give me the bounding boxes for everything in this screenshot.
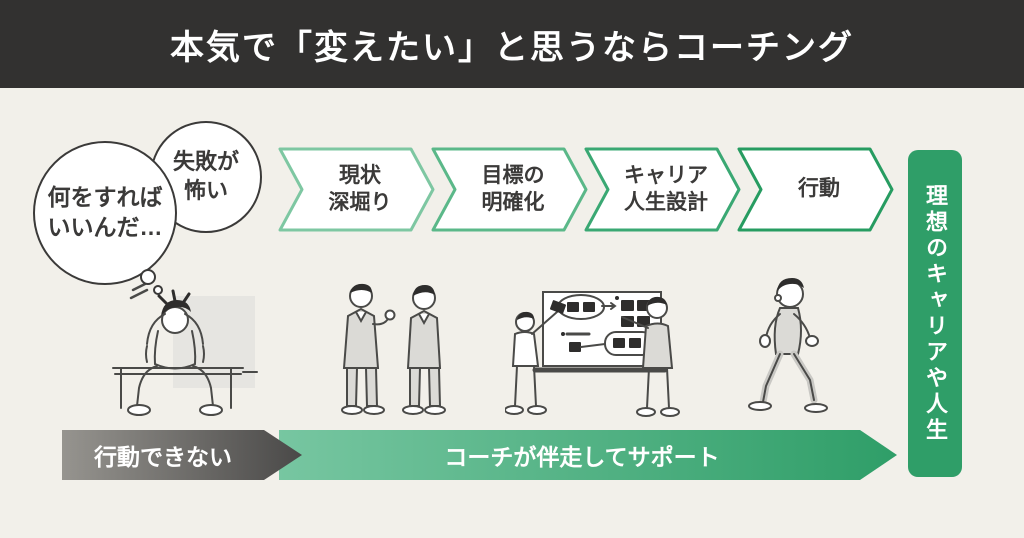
two-people-talking-illustration (341, 283, 446, 415)
coach-support-arrow (279, 430, 897, 480)
step-current-analysis: 現状 深堀り (278, 147, 436, 232)
thought-bubble-tail-dot (153, 285, 163, 295)
thought-bubble-confusion: 何をすれば いいんだ… (33, 141, 177, 285)
coaching-whiteboard-illustration (505, 291, 680, 417)
goal-banner: 理想のキャリアや人生 (908, 150, 962, 477)
coach-support-label: コーチが伴走してサポート (444, 444, 720, 470)
chevron-shape (737, 147, 894, 232)
chevron-shape (584, 147, 741, 232)
header-bar: 本気で「変えたい」と思うならコーチング (0, 0, 1024, 88)
cannot-act-label: 行動できない (94, 444, 232, 470)
chevron-shape (278, 147, 435, 232)
cannot-act-arrow (62, 430, 302, 480)
page-title: 本気で「変えたい」と思うならコーチング (170, 28, 854, 67)
distressed-person-illustration (112, 282, 258, 416)
step-label: 行動 (798, 177, 840, 201)
step-label: 現状 深堀り (328, 164, 392, 214)
step-label: 目標の 明確化 (481, 164, 545, 214)
step-action: 行動 (737, 147, 895, 232)
goal-banner-label: 理想のキャリアや人生 (923, 183, 948, 444)
person-walking-illustration (748, 278, 828, 413)
chevron-shape (431, 147, 588, 232)
step-goal-clarification: 目標の 明確化 (431, 147, 589, 232)
step-label: キャリア 人生設計 (624, 164, 708, 214)
step-career-life-design: キャリア 人生設計 (584, 147, 742, 232)
thought-bubble-tail-dot (140, 269, 156, 285)
